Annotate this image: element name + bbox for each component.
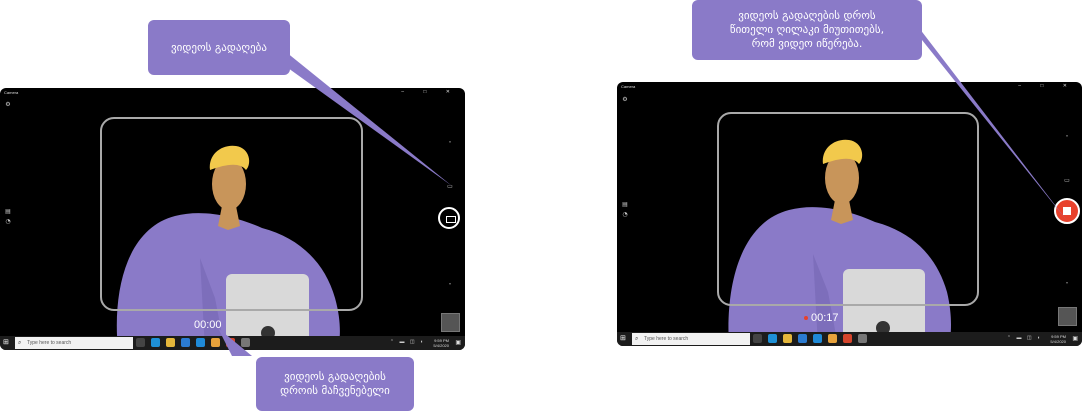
camera-app-icon[interactable] bbox=[858, 334, 867, 343]
stop-icon bbox=[1063, 207, 1071, 215]
chrome-icon[interactable] bbox=[211, 338, 220, 347]
task-view-icon[interactable] bbox=[753, 334, 762, 343]
camera-window-recording: Camera – □ ✕ ⚙ ▤ ◔ ˄ ▭ ˅ 00:17 ⊞ ⌕ Type … bbox=[617, 82, 1082, 346]
video-camera-icon[interactable]: ▭ bbox=[1064, 177, 1070, 184]
taskbar: ⊞ ⌕ Type here to search ⌃ ▬ ◫ ◖ 9:59 PM … bbox=[617, 332, 1082, 346]
pinned-apps bbox=[753, 334, 867, 344]
video-camera-icon bbox=[446, 216, 456, 223]
camera-window-before-recording: Camera – □ ✕ ⚙ ▤ ◔ ˄ ▭ ˅ 00:00 ⊞ ⌕ Type … bbox=[0, 88, 465, 350]
hdr-icon[interactable]: ▤ bbox=[5, 208, 11, 215]
callout-recording-indicator-text: ვიდეოს გადაღების დროის მაჩვენებელი bbox=[280, 370, 390, 397]
timer-icon[interactable]: ◔ bbox=[5, 218, 11, 225]
search-icon: ⌕ bbox=[18, 340, 22, 346]
file-explorer-icon[interactable] bbox=[166, 338, 175, 347]
recording-timer: 00:00 bbox=[194, 319, 222, 331]
mail-icon[interactable] bbox=[813, 334, 822, 343]
chevron-down-icon[interactable]: ˅ bbox=[1065, 282, 1069, 289]
stop-recording-button[interactable] bbox=[1054, 198, 1080, 224]
recording-red-dot bbox=[804, 316, 808, 320]
pinned-apps bbox=[136, 338, 250, 348]
framing-guide bbox=[100, 117, 363, 311]
callout-record-video-text: ვიდეოს გადაღება bbox=[171, 40, 267, 54]
gear-icon[interactable]: ⚙ bbox=[622, 96, 628, 103]
search-placeholder: Type here to search bbox=[27, 340, 72, 346]
powerpoint-icon[interactable] bbox=[226, 338, 235, 347]
person-illustration bbox=[728, 139, 951, 346]
record-video-button[interactable] bbox=[438, 207, 460, 229]
camera-app-icon[interactable] bbox=[241, 338, 250, 347]
hdr-icon[interactable]: ▤ bbox=[622, 201, 628, 208]
chevron-down-icon[interactable]: ˅ bbox=[448, 283, 452, 290]
chevron-up-icon[interactable]: ˄ bbox=[1065, 135, 1069, 142]
last-capture-thumbnail[interactable] bbox=[441, 313, 460, 332]
store-icon[interactable] bbox=[181, 338, 190, 347]
app-title: Camera bbox=[4, 90, 19, 95]
search-icon: ⌕ bbox=[635, 336, 639, 342]
video-camera-icon[interactable]: ▭ bbox=[447, 183, 453, 190]
clock[interactable]: 9:59 PM 5/4/2020 bbox=[433, 338, 449, 348]
file-explorer-icon[interactable] bbox=[783, 334, 792, 343]
callout-recording-indicator: ვიდეოს გადაღების დროის მაჩვენებელი bbox=[256, 357, 414, 411]
notification-icon[interactable]: ▣ bbox=[455, 340, 461, 346]
search-placeholder: Type here to search bbox=[644, 336, 689, 342]
timer-icon[interactable]: ◔ bbox=[622, 211, 628, 218]
clock-date: 5/4/2020 bbox=[1050, 339, 1066, 344]
callout-red-button-note-text: ვიდეოს გადაღების დროს წითელი ღილაკი მიუთ… bbox=[729, 9, 885, 50]
clock-time: 9:59 PM bbox=[1051, 334, 1066, 339]
clock-time: 9:59 PM bbox=[434, 338, 449, 343]
gear-icon[interactable]: ⚙ bbox=[5, 101, 11, 108]
framing-guide bbox=[717, 112, 979, 306]
system-tray-icons[interactable]: ⌃ ▬ ◫ ◖ bbox=[389, 339, 425, 345]
taskbar: ⊞ ⌕ Type here to search ⌃ ▬ ◫ ◖ 9:59 PM … bbox=[0, 336, 465, 350]
mail-icon[interactable] bbox=[196, 338, 205, 347]
app-title: Camera bbox=[621, 84, 636, 89]
clock-date: 5/4/2020 bbox=[433, 343, 449, 348]
windows-start-icon[interactable]: ⊞ bbox=[620, 335, 626, 342]
chevron-up-icon[interactable]: ˄ bbox=[448, 141, 452, 148]
search-input[interactable]: ⌕ Type here to search bbox=[632, 333, 750, 345]
windows-start-icon[interactable]: ⊞ bbox=[3, 339, 9, 346]
last-capture-thumbnail[interactable] bbox=[1058, 307, 1077, 326]
callout-record-video: ვიდეოს გადაღება bbox=[148, 20, 290, 75]
search-input[interactable]: ⌕ Type here to search bbox=[15, 337, 133, 349]
recording-timer: 00:17 bbox=[811, 312, 839, 324]
edge-icon[interactable] bbox=[151, 338, 160, 347]
notification-icon[interactable]: ▣ bbox=[1072, 336, 1078, 342]
edge-icon[interactable] bbox=[768, 334, 777, 343]
task-view-icon[interactable] bbox=[136, 338, 145, 347]
store-icon[interactable] bbox=[798, 334, 807, 343]
system-tray-icons[interactable]: ⌃ ▬ ◫ ◖ bbox=[1006, 335, 1042, 341]
chrome-icon[interactable] bbox=[828, 334, 837, 343]
callout-red-button-note: ვიდეოს გადაღების დროს წითელი ღილაკი მიუთ… bbox=[692, 0, 922, 60]
powerpoint-icon[interactable] bbox=[843, 334, 852, 343]
clock[interactable]: 9:59 PM 5/4/2020 bbox=[1050, 334, 1066, 344]
